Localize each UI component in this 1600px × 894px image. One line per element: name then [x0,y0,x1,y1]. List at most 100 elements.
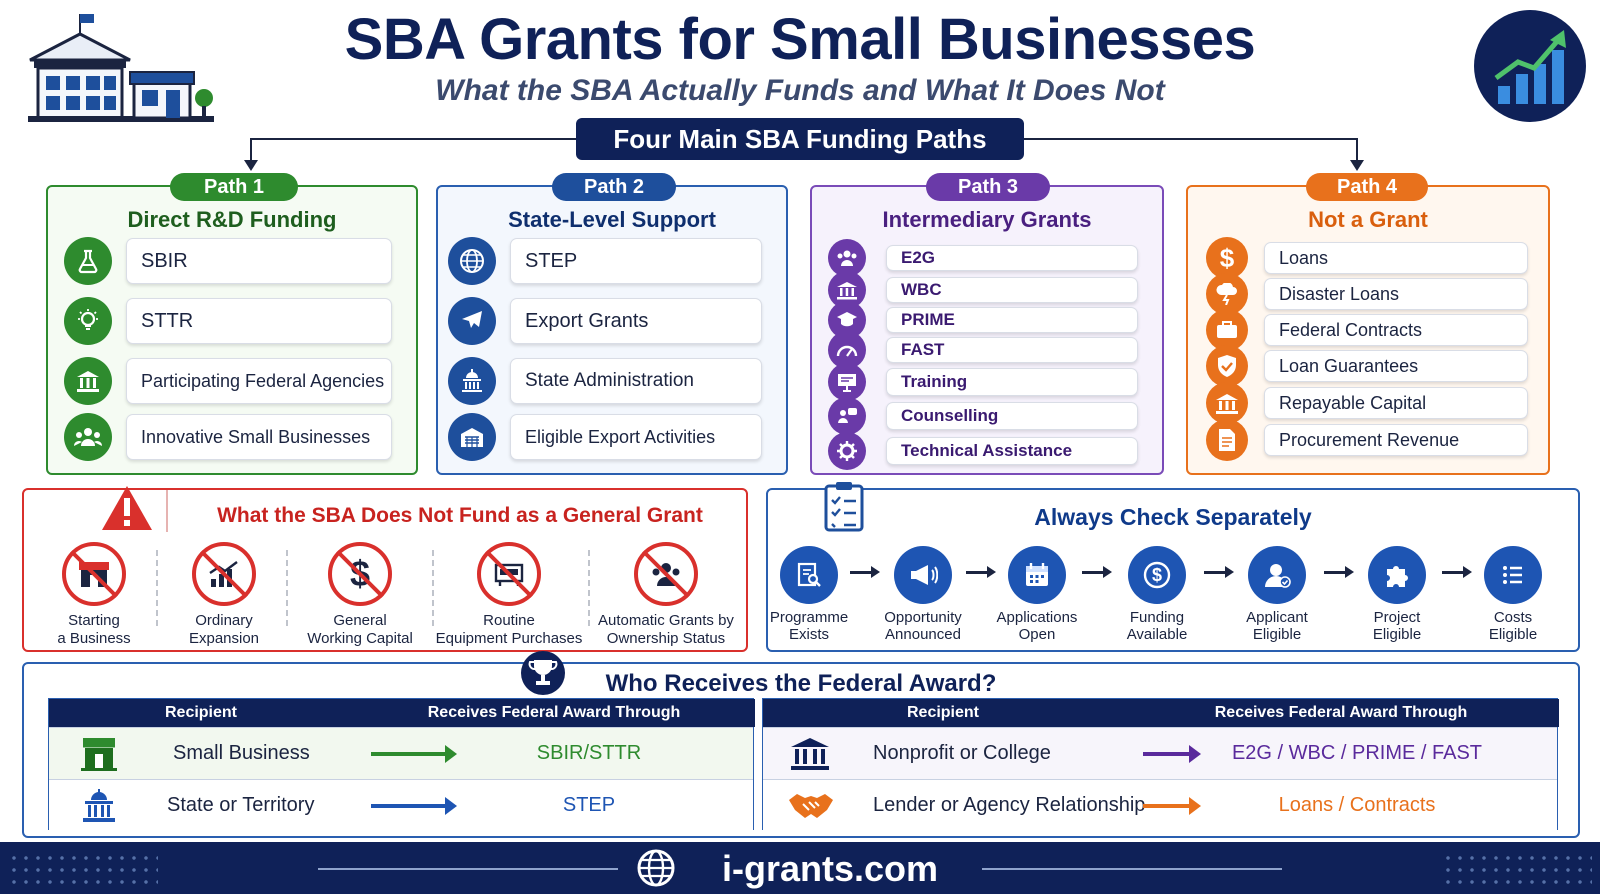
growth-chart-icon [192,542,256,606]
check-step: Programme Exists [754,546,864,643]
award-through-value: E2G / WBC / PRIME / FAST [1231,742,1483,764]
path-1-item-sbir: SBIR [126,238,392,284]
store-icon [81,738,117,771]
building-icon [64,357,112,405]
arrow-icon [371,745,457,763]
not-funded-item: Ordinary Expansion [164,542,284,648]
path-1-badge: Path 1 [170,173,298,201]
award-through-value: Loans / Contracts [1278,794,1436,816]
people-icon [634,542,698,606]
globe-icon [637,849,675,887]
path-3-card: Path 3 Intermediary Grants E2G WBC PRIME… [810,173,1164,475]
lightbulb-icon [64,297,112,345]
path-4-item-contracts: Federal Contracts [1264,314,1528,346]
path-4-item-repayable: Repayable Capital [1264,387,1528,419]
gear-icon [828,432,866,470]
path-3-title: Intermediary Grants [882,207,1092,232]
column-header-recipient: Recipient [49,699,353,727]
path-1-card: Path 1 Direct R&D Funding SBIR STTR Part… [46,173,418,475]
not-funded-title: What the SBA Does Not Fund as a General … [217,504,703,527]
footer: i-grants.com [0,842,1600,894]
check-step: Project Eligible [1342,546,1452,643]
path-3-badge: Path 3 [926,173,1050,201]
warehouse-icon [448,413,496,461]
storm-icon [1206,273,1248,315]
page-title: SBA Grants for Small Businesses [344,7,1256,72]
path-4-item-guarantees: Loan Guarantees [1264,350,1528,382]
path-4-item-disaster: Disaster Loans [1264,278,1528,310]
handshake-icon [789,794,833,818]
funding-paths-banner: Four Main SBA Funding Paths [576,118,1024,160]
path-2-title: State-Level Support [508,207,716,232]
path-1-item-sttr: STTR [126,298,392,344]
recipient-label: Small Business [173,742,310,764]
megaphone-icon [894,546,952,604]
shield-check-icon [1206,345,1248,387]
page-subtitle: What the SBA Actually Funds and What It … [435,74,1165,107]
recipients-table-left: Recipient Receives Federal Award Through… [48,698,755,831]
equipment-icon [477,542,541,606]
clipboard-checklist-icon [824,482,864,532]
path-4-item-loans: Loans [1264,242,1528,274]
government-building-icon [28,14,214,122]
path-3-item-e2g: E2G [886,245,1138,271]
arrow-icon [371,797,457,815]
not-funded-item: Automatic Grants by Ownership Status [590,542,742,648]
column-header-recipient: Recipient [763,699,1123,727]
not-funded-item: $ General Working Capital [290,542,430,648]
dollar-icon: $ [1128,546,1186,604]
decorative-dots [8,852,158,886]
check-step: Costs Eligible [1458,546,1568,643]
table-row: Small Business SBIR/STTR [49,727,753,779]
path-4-badge: Path 4 [1306,173,1428,201]
path-4-card: Path 4 Not a Grant $ Loans Disaster Loan… [1186,173,1550,475]
globe-icon [448,237,496,285]
award-through-value: SBIR/STTR [536,742,642,764]
not-funded-section: What the SBA Does Not Fund as a General … [22,486,748,652]
path-3-item-prime: PRIME [886,307,1138,333]
storefront-icon [62,542,126,606]
trophy-icon [521,651,565,695]
capitol-icon [448,357,496,405]
path-2-item-state-admin: State Administration [510,358,762,404]
check-step: Applicant Eligible [1222,546,1332,643]
recipient-label: Lender or Agency Relationship [873,794,1146,816]
plane-icon [448,297,496,345]
chat-icon [828,397,866,435]
growth-chart-logo-icon [1474,10,1586,122]
path-1-item-agencies: Participating Federal Agencies [126,358,392,404]
path-3-item-training: Training [886,368,1138,396]
not-funded-item: Starting a Business [34,542,154,648]
path-2-badge: Path 2 [552,173,676,201]
arrow-icon [1143,745,1201,763]
decorative-dots [1442,852,1592,886]
dollar-icon: $ [1206,237,1248,279]
checklist-icon [1484,546,1542,604]
not-funded-item: Routine Equipment Purchases [434,542,584,648]
bank-icon [1206,382,1248,424]
path-4-title: Not a Grant [1308,207,1428,232]
puzzle-icon [1368,546,1426,604]
path-1-title: Direct R&D Funding [127,207,337,232]
path-3-item-counselling: Counselling [886,402,1138,430]
column-header-through: Receives Federal Award Through [353,699,755,727]
website-link[interactable]: i-grants.com [721,848,939,889]
table-row: State or Territory STEP [49,779,753,831]
always-check-title: Always Check Separately [1034,504,1312,530]
always-check-section: Always Check Separately Programme Exists… [766,482,1580,652]
dollar-icon: $ [328,542,392,606]
table-row: Nonprofit or College E2G / WBC / PRIME /… [763,727,1557,779]
path-3-item-fast: FAST [886,337,1138,363]
who-receives-title: Who Receives the Federal Award? [605,670,997,697]
recipients-table-right: Recipient Receives Federal Award Through… [762,698,1559,831]
who-receives-section: Who Receives the Federal Award? Recipien… [22,651,1580,838]
check-step: $ Funding Available [1102,546,1212,643]
path-2-item-eligible-export: Eligible Export Activities [510,414,762,460]
capitol-icon [83,789,115,822]
path-4-item-procurement: Procurement Revenue [1264,424,1528,456]
people-icon [64,413,112,461]
path-2-item-step: STEP [510,238,762,284]
warning-icon [102,486,152,530]
calendar-icon [1008,546,1066,604]
path-3-item-wbc: WBC [886,277,1138,303]
